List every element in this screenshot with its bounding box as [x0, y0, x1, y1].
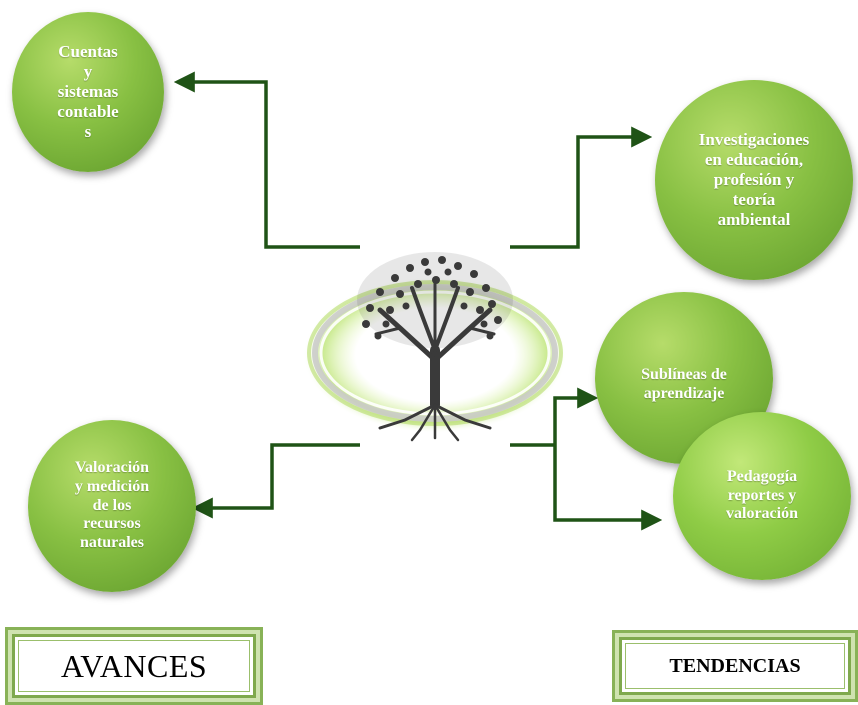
connector-to-valoracion — [191, 443, 360, 519]
tree-icon — [303, 252, 567, 442]
node-investigaciones: Investigaciones en educación, profesión … — [655, 80, 853, 280]
connector-to-pedagogia — [553, 445, 663, 531]
node-valoracion: Valoración y medición de los recursos na… — [28, 420, 196, 592]
node-investigaciones-label: Investigaciones en educación, profesión … — [698, 129, 810, 230]
node-pedagogia: Pedagogía reportes y valoración — [673, 412, 851, 580]
connector-to-cuentas — [173, 71, 360, 249]
node-cuentas: Cuentas y sistemas contable s — [12, 12, 164, 172]
connector-to-sublineas — [553, 387, 599, 445]
node-pedagogia-label: Pedagogía reportes y valoración — [726, 467, 798, 523]
tendencias-label: TENDENCIAS — [669, 654, 801, 677]
node-sublineas-label: Sublíneas de aprendizaje — [641, 366, 727, 402]
avances-label: AVANCES — [60, 647, 208, 684]
connector-to-investigaciones — [510, 126, 653, 249]
node-valoracion-label: Valoración y medición de los recursos na… — [74, 458, 150, 552]
node-cuentas-label: Cuentas y sistemas contable s — [57, 41, 119, 142]
avances-label-box: AVANCES — [5, 627, 263, 705]
tree-emblem — [300, 240, 570, 450]
avances-frame — [18, 640, 250, 692]
tendencias-label-box: TENDENCIAS — [612, 630, 858, 702]
tendencias-frame — [625, 643, 845, 689]
